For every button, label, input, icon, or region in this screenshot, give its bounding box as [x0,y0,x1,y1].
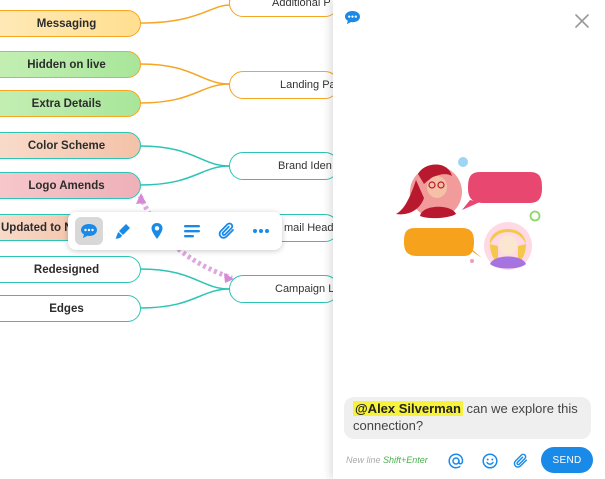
close-icon[interactable] [573,12,591,30]
branch-additional[interactable]: Additional P [229,0,339,17]
node-redesigned[interactable]: Redesigned [0,256,141,283]
more-icon[interactable] [247,217,275,245]
comment-input[interactable]: @Alex Silverman can we explore this conn… [344,397,591,439]
comment-text: can we explore this connection? [353,401,578,433]
chat-people-illustration [396,157,542,270]
mention-icon[interactable] [447,452,465,470]
send-button[interactable]: SEND [541,447,593,473]
branch-landing[interactable]: Landing Pa [229,71,339,99]
node-extra-details[interactable]: Extra Details [0,90,141,117]
new-line-hint: New line Shift+Enter [346,455,428,465]
node-color-scheme[interactable]: Color Scheme [0,132,141,159]
emoji-icon[interactable] [481,452,499,470]
notes-icon[interactable] [178,217,206,245]
branch-campaign[interactable]: Campaign L [229,275,339,303]
paint-brush-icon[interactable] [109,217,137,245]
node-edges[interactable]: Edges [0,295,141,322]
node-hidden-on-live[interactable]: Hidden on live [0,51,141,78]
mention-tag[interactable]: @Alex Silverman [353,401,463,416]
node-toolbar [68,212,282,250]
attachment-icon[interactable] [512,452,530,470]
comment-icon [343,9,361,25]
attachment-icon[interactable] [213,217,241,245]
location-pin-icon[interactable] [143,217,171,245]
branch-brand-identity[interactable]: Brand Iden [229,152,339,180]
node-messaging[interactable]: Messaging [0,10,141,37]
comment-icon[interactable] [75,217,103,245]
node-logo-amends[interactable]: Logo Amends [0,172,141,199]
